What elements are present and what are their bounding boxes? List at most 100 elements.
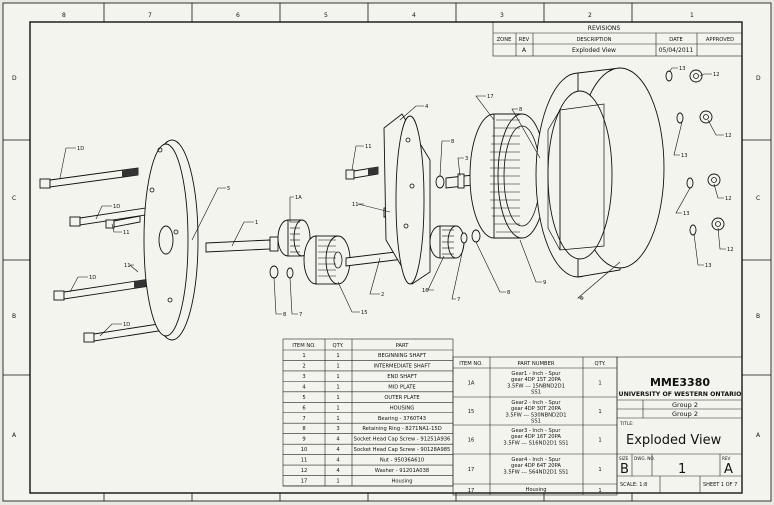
revision-letter: A [724, 462, 733, 477]
title-block: MME3380 UNIVERSITY OF WESTERN ONTARIO Gr… [616, 356, 743, 494]
rev-header: DATE [669, 37, 683, 43]
retaining-ring [269, 265, 279, 279]
callout: 13 [683, 211, 690, 217]
bearing [286, 267, 294, 279]
callout: 5 [227, 186, 230, 192]
zone-col-label: 1 [690, 12, 694, 19]
bom-left-part: Socket Head Cap Screw - 91251A936 [354, 437, 451, 443]
sheet-count: SHEET 1 OF 7 [703, 482, 737, 488]
bom-left-item: 10 [301, 447, 308, 453]
zone-row-label: C [12, 195, 16, 202]
bom-left-item: 8 [302, 426, 305, 432]
long-screw [39, 167, 139, 189]
zone-labels: 8 7 6 5 4 3 2 1 D C B A D C B A [12, 12, 761, 439]
bom-right-qty: 1 [598, 467, 601, 473]
zone-col-label: 3 [500, 12, 504, 19]
revisions-title: REVISIONS [588, 25, 621, 32]
callout: 8 [519, 107, 522, 113]
group-name: Group 2 [672, 401, 698, 409]
callout: 12 [727, 247, 734, 253]
hex-nut [689, 69, 703, 83]
outer-plate [143, 139, 199, 341]
callout: 12 [725, 196, 732, 202]
gear-15 [303, 235, 351, 285]
bom-left-item: 4 [302, 384, 306, 390]
callout: 8 [451, 139, 454, 145]
callout: 1D [113, 204, 120, 210]
drawing-number: 1 [678, 462, 686, 477]
leader-lines [59, 67, 726, 337]
callout: 1D [123, 322, 130, 328]
bom-left-header: QTY. [332, 343, 343, 349]
exploded-view: 1D 1D 11 1D 11 1D 5 1A 1 8 7 15 11 11 4 … [39, 66, 734, 343]
zone-row-label: D [756, 75, 761, 82]
revisions-table: REVISIONS ZONE REV DESCRIPTION DATE APPR… [492, 21, 743, 57]
bom-right-qty: 1 [598, 438, 601, 444]
zone-col-label: 6 [236, 12, 240, 19]
bom-left-part: INTERMEDIATE SHAFT [374, 363, 432, 369]
bom-left-item: 7 [302, 416, 305, 422]
callout: 6 [580, 296, 583, 302]
rev-value: A [522, 47, 527, 54]
callout: 13 [681, 153, 688, 159]
zone-row-label: D [12, 75, 17, 82]
zone-ticks [3, 3, 771, 501]
bom-left-part: Socket Head Cap Screw - 90128A985 [354, 447, 451, 453]
bom-left-header: ITEM NO. [292, 343, 316, 349]
bom-left-part: Retaining Ring - 8271NA1-15D [362, 426, 441, 432]
callout: 9 [543, 280, 546, 286]
retaining-ring [471, 229, 481, 243]
scale: SCALE: 1:8 [620, 482, 647, 488]
washer [689, 224, 697, 236]
callout-labels: 1D 1D 11 1D 11 1D 5 1A 1 8 7 15 11 11 4 … [77, 66, 734, 328]
rev-header: REV [519, 37, 530, 43]
callout: 8 [283, 312, 286, 318]
callout: 12 [725, 133, 732, 139]
rev-header: APPROVED [706, 37, 734, 43]
bom-right-qty: 1 [598, 488, 601, 494]
washer [665, 70, 673, 82]
callout: 1A [295, 195, 302, 201]
bom-right-item: 15 [468, 409, 475, 415]
sheet-size: B [620, 462, 629, 477]
callout: 13 [705, 263, 712, 269]
housing [535, 67, 665, 278]
washer [676, 112, 684, 124]
gear-17 [469, 113, 547, 239]
bom-right-qty: 1 [598, 409, 601, 415]
bom-left-item: 6 [302, 405, 305, 411]
bom-left-item: 3 [302, 374, 305, 380]
bom-left-part: MID PLATE [388, 384, 415, 390]
bom-left-qty: 1 [336, 384, 339, 390]
course-code: MME3380 [650, 376, 710, 389]
zone-col-label: 8 [62, 12, 66, 19]
bom-left-qty: 4 [336, 468, 340, 474]
callout: 15 [361, 310, 368, 316]
nut [105, 215, 141, 229]
bom-left-part: OUTER PLATE [384, 395, 419, 401]
callout: 11 [365, 144, 372, 150]
bom-left-qty: 1 [336, 353, 339, 359]
bom-left-item: 12 [301, 468, 308, 474]
bom-left-header: PART [396, 343, 410, 349]
bom-left-item: 11 [301, 458, 308, 464]
bom-right-qty: 1 [598, 381, 601, 387]
bom-left-qty: 1 [336, 416, 339, 422]
callout: 2 [381, 292, 384, 298]
rev-date: 05/04/2011 [659, 47, 694, 54]
callout: 3 [465, 156, 468, 162]
callout: 13 [679, 66, 686, 72]
zone-col-label: 7 [148, 12, 152, 19]
bom-left-part: Nut - 95036A610 [380, 458, 424, 464]
bom-left-part: Washer - 91201A038 [375, 468, 429, 474]
bom-right-item: 1A [468, 381, 475, 387]
zone-col-label: 4 [412, 12, 416, 19]
mid-plate [383, 113, 431, 285]
bom-left-item: 5 [302, 395, 305, 401]
hex-nut [707, 173, 721, 187]
cap-screw [345, 166, 379, 180]
